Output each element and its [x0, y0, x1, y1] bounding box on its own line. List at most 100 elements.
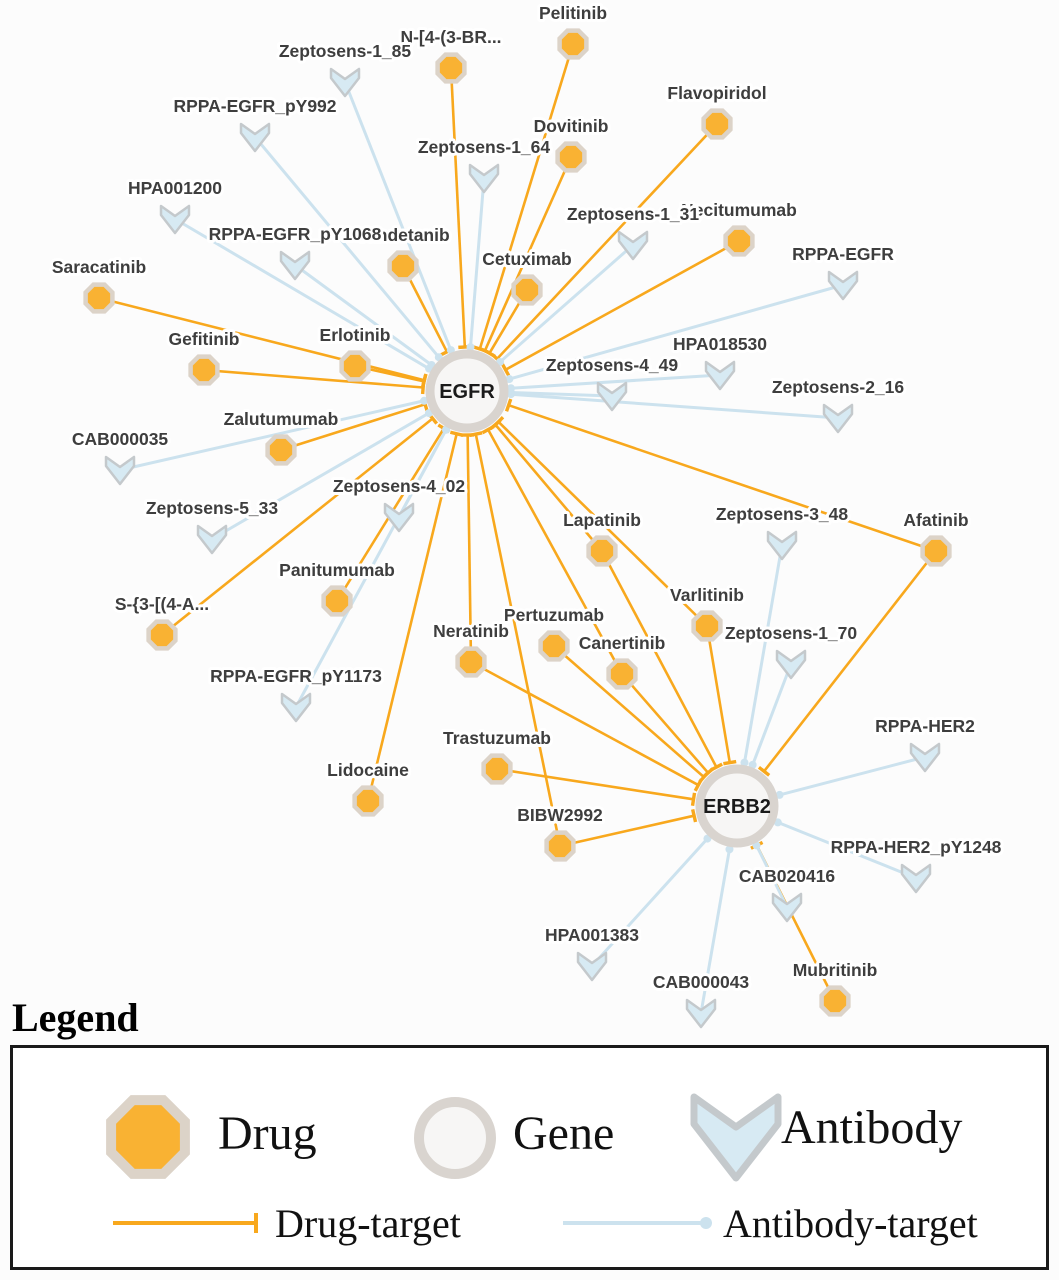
antibody-target-dot [466, 343, 475, 352]
node-label-trastuzumab: Trastuzumab [443, 728, 551, 748]
node-label-canertinib: Canertinib [579, 633, 666, 653]
drug-node-flavopiridol[interactable] [701, 108, 733, 140]
edge-z1_85-egfr [343, 81, 453, 351]
label-layer: PelitinibN-[4-(3-BR...DovitinibFlavopiri… [49, 0, 1005, 995]
antibody-node-rppa_egfr_py1173[interactable] [280, 692, 312, 723]
node-label-s3_4a: S-{3-[(4-A... [115, 594, 209, 614]
drug-node-pelitinib[interactable] [557, 28, 589, 60]
drug-node-n4_3br[interactable] [435, 52, 467, 84]
antibody-node-z1_64[interactable] [468, 163, 500, 194]
edge-rppa_egfr_py992-egfr [253, 136, 440, 359]
antibody-node-rppa_egfr[interactable] [827, 270, 859, 301]
antibody-node-cab020416[interactable] [771, 892, 803, 923]
antibody-node-z3_48[interactable] [766, 530, 798, 561]
antibody-node-hpa018530[interactable] [704, 360, 736, 391]
node-label-z5_33: Zeptosens-5_33 [146, 498, 279, 518]
drug-target-tee [449, 430, 464, 437]
antibody-node-hpa001200[interactable] [159, 204, 191, 235]
drug-target-tee [698, 771, 710, 784]
edge-rppa_egfr_py1173-egfr [294, 428, 448, 708]
node-label-z1_70: Zeptosens-1_70 [725, 623, 858, 643]
antibody-node-rppa_her2_py1248[interactable] [900, 863, 932, 894]
gene-node-erbb2[interactable] [695, 764, 779, 848]
edge-z4_49-egfr [510, 391, 613, 398]
antibody-node-z5_33[interactable] [196, 524, 228, 555]
drug-node-varlitinib[interactable] [691, 610, 723, 642]
legend-drug-target-line [113, 1213, 258, 1233]
drug-node-s3_4a[interactable] [146, 619, 178, 651]
antibody-node-z4_02[interactable] [383, 502, 415, 533]
drug-node-neratinib[interactable] [455, 646, 487, 678]
edge-canertinib-egfr [486, 428, 624, 675]
edge-rppa_egfr_py1068-egfr [294, 263, 433, 367]
antibody-node-rppa_egfr_py992[interactable] [239, 122, 271, 153]
antibody-node-z4_49[interactable] [596, 381, 628, 412]
antibody-node-rppa_her2[interactable] [909, 742, 941, 773]
edge-gefitinib-egfr [203, 368, 424, 389]
drug-node-zalutumumab[interactable] [265, 434, 297, 466]
edge-lidocaine-egfr [366, 433, 458, 802]
node-label-gefitinib: Gefitinib [169, 329, 240, 349]
drug-target-tee [481, 424, 495, 435]
edge-cab000043-erbb2 [699, 849, 731, 1014]
drug-node-gefitinib[interactable] [188, 354, 220, 386]
edge-s3_4a-egfr [161, 417, 434, 637]
legend-drug-icon [106, 1095, 190, 1179]
gene-node-egfr[interactable] [425, 349, 509, 433]
drug-node-erlotinib[interactable] [339, 350, 371, 382]
antibody-target-dot [420, 396, 429, 405]
edge-pelitinib-egfr [478, 43, 575, 350]
legend-gene-label: Gene [513, 1107, 615, 1160]
node-label-cab000043: CAB000043 [653, 972, 750, 992]
drug-node-panitumumab[interactable] [321, 585, 353, 617]
drug-node-pertuzumab[interactable] [538, 630, 570, 662]
node-label-neratinib: Neratinib [433, 621, 509, 641]
node-label-vandetanib: Vandetanib [356, 225, 449, 245]
antibody-node-z1_85[interactable] [329, 67, 361, 98]
drug-node-mubritinib[interactable] [819, 985, 851, 1017]
edge-trastuzumab-erbb2 [496, 767, 694, 801]
node-label-bibw2992: BIBW2992 [517, 805, 603, 825]
antibody-node-z1_70[interactable] [775, 649, 807, 680]
drug-node-lapatinib[interactable] [586, 535, 618, 567]
antibody-node-hpa001383[interactable] [576, 951, 608, 982]
drug-node-necitumumab[interactable] [723, 225, 755, 257]
edge-z1_31-egfr [499, 243, 634, 364]
edge-hpa001200-egfr [174, 217, 430, 370]
antibody-node-rppa_egfr_py1068[interactable] [279, 250, 311, 281]
edge-z5_33-egfr [211, 411, 430, 541]
node-label-flavopiridol: Flavopiridol [667, 83, 766, 103]
node-label-cetuximab: Cetuximab [482, 249, 571, 269]
node-label-z1_31: Zeptosens-1_31 [567, 204, 700, 224]
node-label-hpa001383: HPA001383 [545, 925, 639, 945]
antibody-node-cab000035[interactable] [104, 455, 136, 486]
node-label-hpa018530: HPA018530 [673, 334, 767, 354]
legend-gene-icon [414, 1097, 496, 1179]
drug-node-saracatinib[interactable] [83, 282, 115, 314]
edge-pertuzumab-erbb2 [553, 645, 705, 779]
drug-node-lidocaine[interactable] [352, 785, 384, 817]
node-label-rppa_egfr_py992: RPPA-EGFR_pY992 [173, 96, 336, 116]
drug-node-canertinib[interactable] [606, 658, 638, 690]
drug-node-afatinib[interactable] [920, 535, 952, 567]
edge-lapatinib-erbb2 [600, 550, 718, 768]
antibody-node-z1_31[interactable] [617, 230, 649, 261]
drug-node-dovitinib[interactable] [555, 141, 587, 173]
edge-hpa001383-erbb2 [590, 837, 709, 968]
drug-node-cetuximab[interactable] [511, 274, 543, 306]
edge-cab000035-egfr [119, 399, 425, 472]
node-label-rppa_her2_py1248: RPPA-HER2_pY1248 [831, 837, 1002, 857]
node-label-dovitinib: Dovitinib [534, 116, 609, 136]
edge-zalutumumab-egfr [280, 403, 426, 452]
drug-target-tee [757, 765, 771, 777]
drug-target-tee [504, 398, 513, 412]
antibody-target-dot [740, 758, 749, 767]
edge-canertinib-erbb2 [621, 673, 710, 774]
drug-node-vandetanib[interactable] [387, 250, 419, 282]
antibody-node-z2_16[interactable] [822, 403, 854, 434]
drug-node-trastuzumab[interactable] [481, 753, 513, 785]
antibody-node-cab000043[interactable] [685, 998, 717, 1029]
drug-node-bibw2992[interactable] [544, 830, 576, 862]
edge-bibw2992-erbb2 [559, 814, 695, 848]
node-label-hpa001200: HPA001200 [128, 178, 222, 198]
